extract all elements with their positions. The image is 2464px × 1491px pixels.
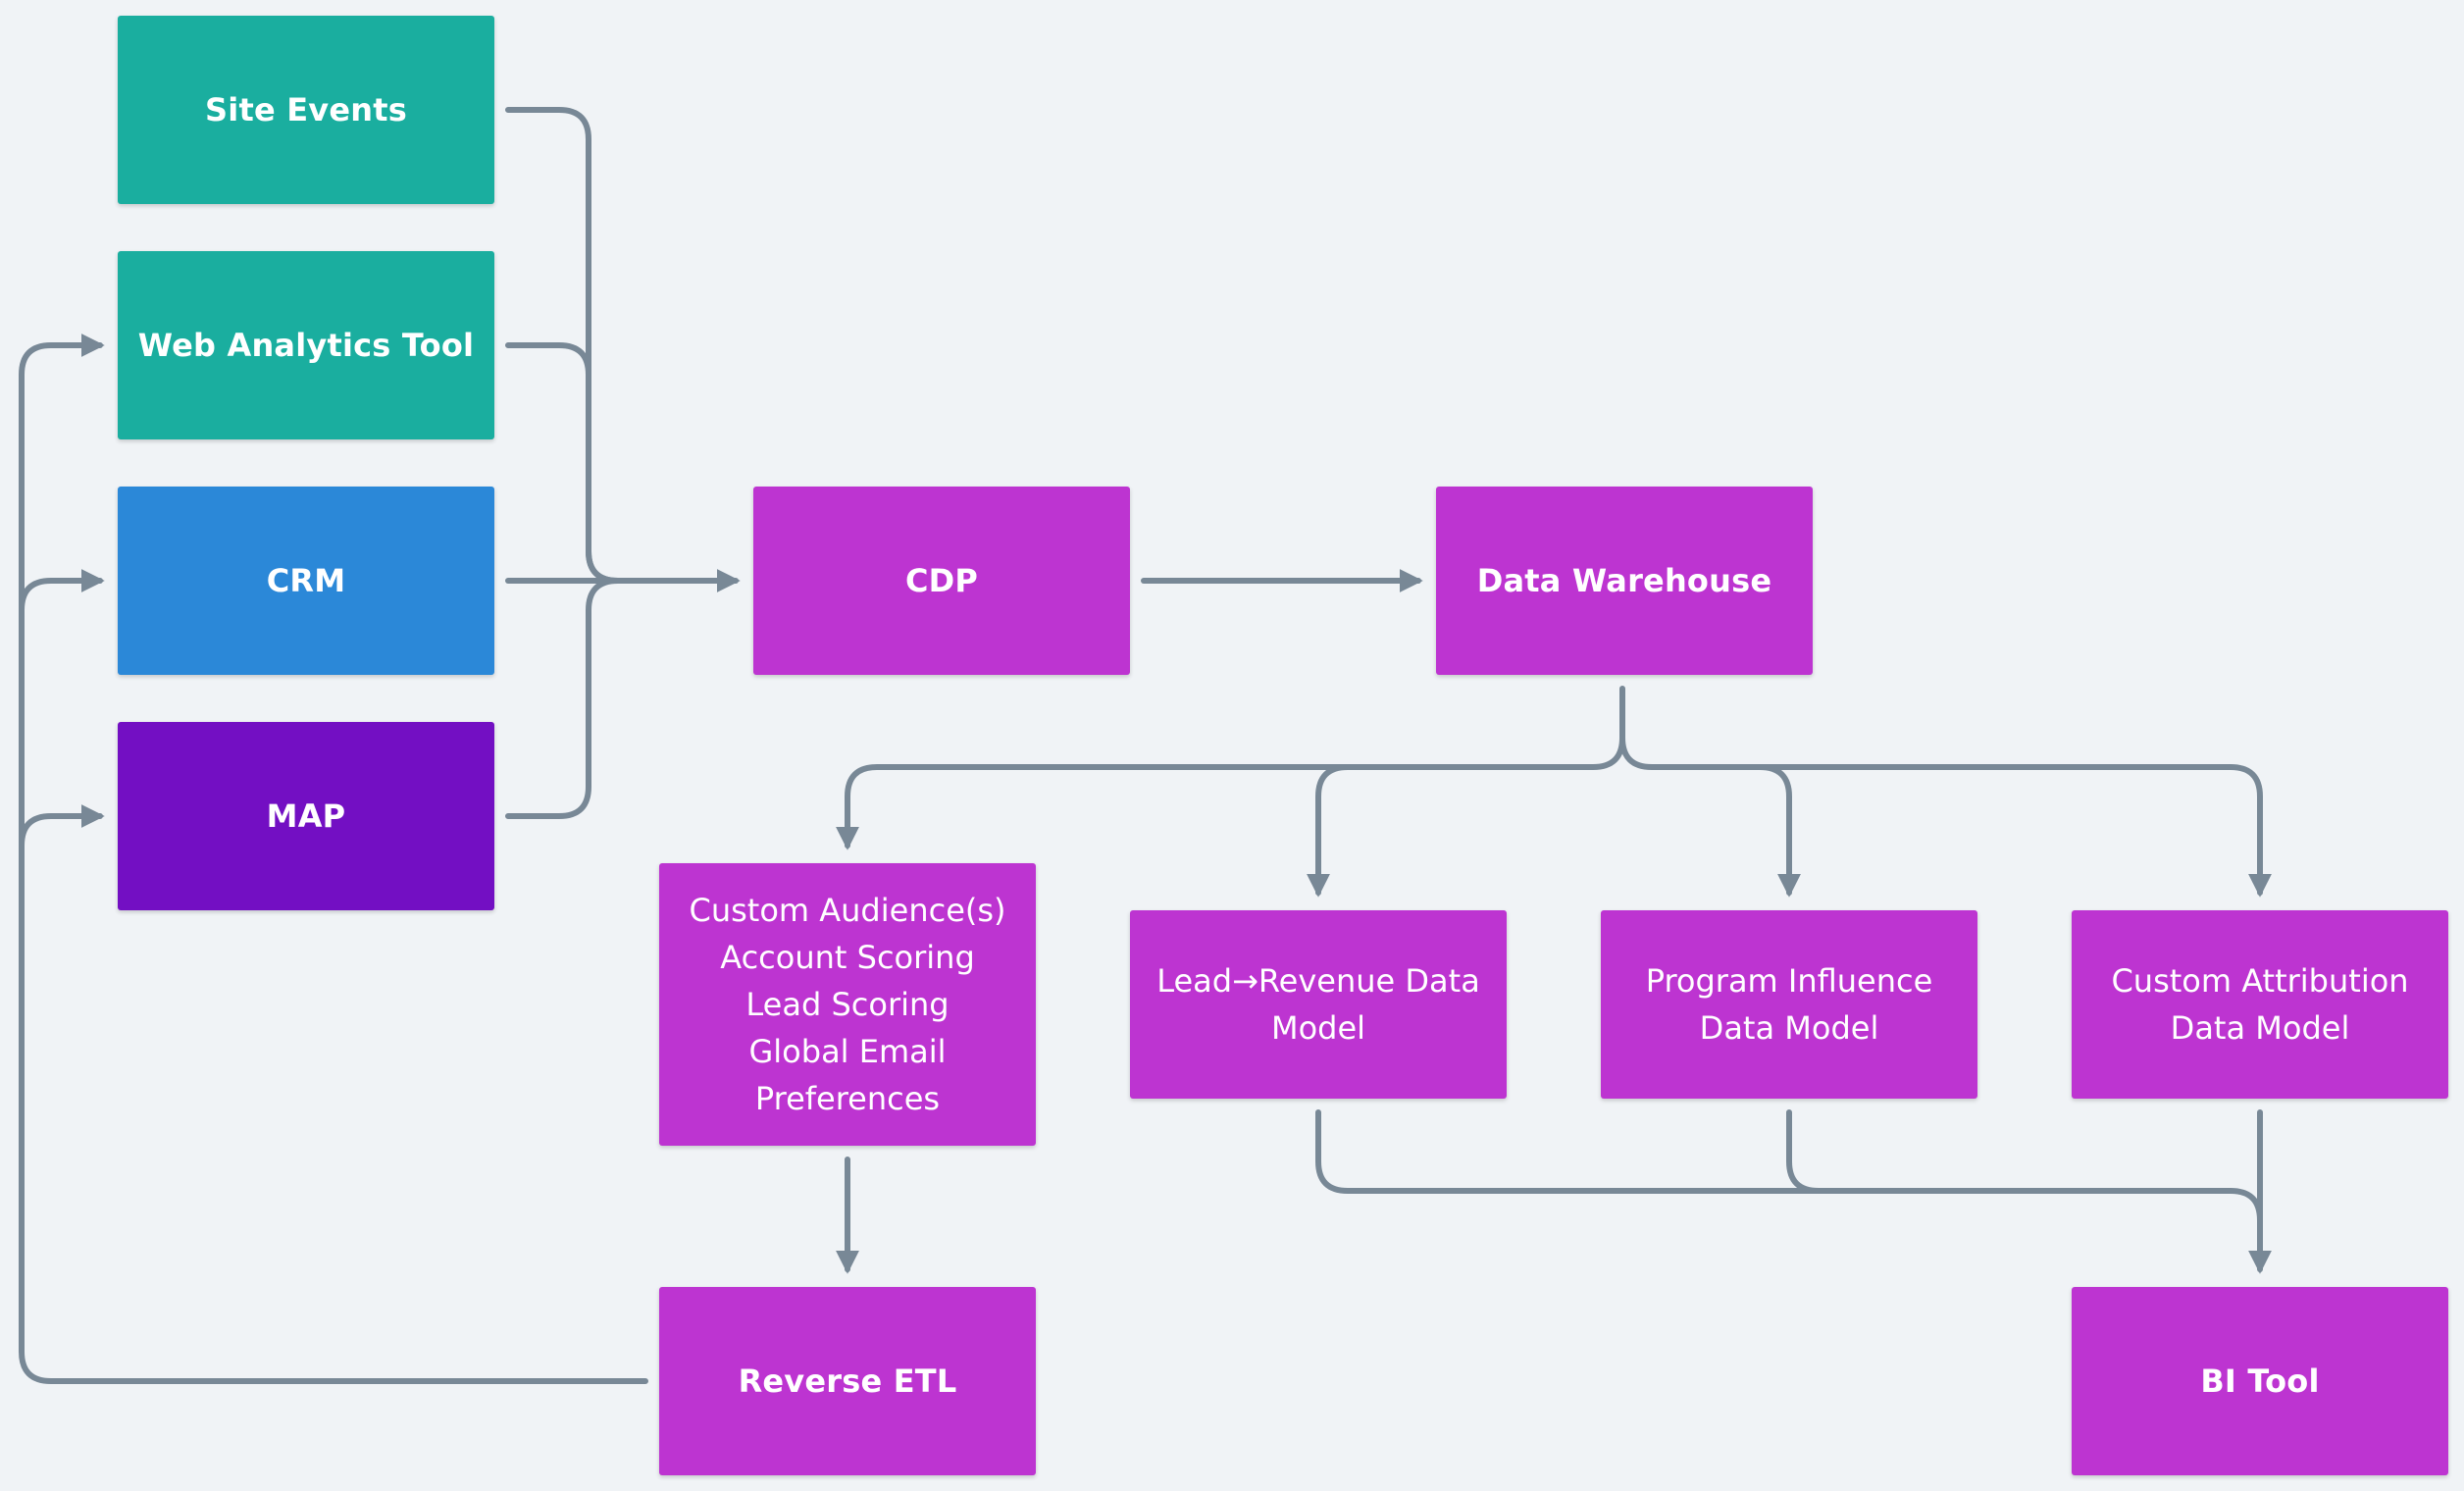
node-program-influence-data-model[interactable]: Program Influence Data Model [1601,910,1977,1099]
node-label: MAP [266,797,346,835]
node-lead-revenue-data-model[interactable]: Lead→Revenue Data Model [1130,910,1507,1099]
node-line: Custom Attribution [2111,962,2409,1000]
connector-lead-revenue-to-bi [1315,1109,2263,1223]
node-line: Custom Audience(s) [689,892,1006,929]
node-bi-tool[interactable]: BI Tool [2072,1287,2448,1475]
connector-web-analytics-to-cdp [505,342,621,584]
node-line: Data Model [2170,1009,2350,1047]
node-line: Global Email [748,1033,947,1070]
node-cdp[interactable]: CDP [753,487,1130,675]
connector-reverse-etl-to-map [19,804,105,848]
connector-map-to-cdp [505,578,621,819]
node-reverse-etl[interactable]: Reverse ETL [659,1287,1036,1475]
node-line: Preferences [754,1080,941,1117]
node-line: Lead Scoring [745,986,950,1023]
node-label: Web Analytics Tool [137,327,475,364]
node-label: Data Warehouse [1476,562,1772,599]
connector-warehouse-to-lead-revenue [1307,764,1351,898]
node-label: CDP [904,562,979,599]
node-site-events[interactable]: Site Events [118,16,494,204]
node-data-warehouse[interactable]: Data Warehouse [1436,487,1813,675]
node-label: BI Tool [2200,1362,2320,1400]
node-web-analytics-tool[interactable]: Web Analytics Tool [118,251,494,439]
node-crm[interactable]: CRM [118,487,494,675]
connector-reverse-etl-loop [19,334,648,1384]
connector-program-influence-to-bi [1786,1109,1822,1194]
connector-warehouse-to-program-influence [1619,735,1801,898]
node-label: Reverse ETL [738,1362,957,1400]
node-custom-attribution-data-model[interactable]: Custom Attribution Data Model [2072,910,2448,1099]
node-custom-audiences-scoring[interactable]: Custom Audience(s) Account Scoring Lead … [659,863,1036,1146]
connector-reverse-etl-to-crm [19,569,105,613]
node-line: Data Model [1699,1009,1879,1047]
node-line: Program Influence [1645,962,1933,1000]
node-line: Account Scoring [720,939,975,976]
node-label: CRM [266,562,346,599]
node-map[interactable]: MAP [118,722,494,910]
connector-warehouse-to-custom-attribution [1757,764,2272,898]
connector-warehouse-to-audiences [836,735,1625,850]
node-label: Site Events [205,91,407,129]
node-line: Model [1270,1009,1366,1047]
node-line: Lead→Revenue Data [1156,962,1480,1000]
